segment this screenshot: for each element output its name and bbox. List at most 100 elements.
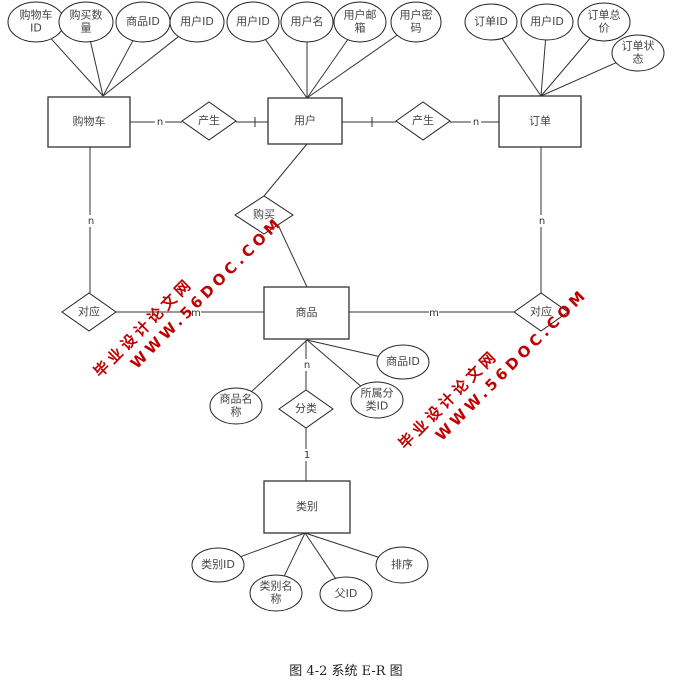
entity-label: 购物车: [73, 114, 106, 128]
cardinality-correspond_product_left: m: [191, 308, 201, 319]
attribute-label: ID: [30, 22, 42, 35]
attribute-edge: [306, 39, 349, 99]
entity-label: 类别: [296, 499, 318, 513]
attribute-cart: 用户ID: [169, 1, 225, 43]
attribute-label: 类别名: [260, 579, 293, 593]
attribute-label: 码: [411, 22, 422, 35]
attribute-edge: [265, 39, 308, 99]
attribute-label: 购物车: [20, 8, 53, 22]
rel-classify: 分类: [278, 389, 334, 429]
cardinality-category_classify: 1: [304, 450, 310, 461]
attribute-edge: [304, 532, 336, 579]
relationship-label: 购买: [253, 207, 275, 221]
relationship-label: 产生: [198, 113, 220, 127]
rel-generate-order: 产生: [395, 101, 451, 141]
relationship-label: 产生: [412, 113, 434, 127]
attribute-label: 用户ID: [236, 14, 270, 28]
attribute-label: 用户名: [291, 14, 324, 28]
cardinality-product_classify: n: [304, 360, 310, 371]
cardinality-product_correspond_right: m: [429, 308, 439, 319]
attribute-user: 用户ID: [226, 1, 280, 43]
cardinality-cart_generate: n: [157, 117, 163, 128]
attribute-edge: [540, 62, 617, 97]
attribute-edge: [50, 38, 104, 97]
attribute-label: 态: [633, 53, 644, 66]
attribute-label: 商品名: [220, 392, 253, 406]
entity-label: 订单: [529, 115, 551, 128]
attribute-edge: [306, 339, 361, 387]
attribute-edge: [90, 41, 104, 97]
rel-correspond-order: 对应: [513, 292, 569, 332]
edge-user-buy: [263, 143, 308, 197]
attribute-label: 用户ID: [530, 14, 564, 28]
attribute-label: 商品ID: [126, 14, 160, 28]
attribute-edge: [306, 339, 379, 357]
attribute-label: 用户ID: [180, 14, 214, 28]
entity-category: 类别: [263, 480, 351, 534]
attribute-edge: [240, 532, 306, 558]
attribute-edge: [304, 532, 379, 558]
attribute-label: 购买数: [70, 8, 103, 22]
rel-generate-cart: 产生: [181, 101, 237, 141]
svg-text:WWW.56DOC.COM: WWW.56DOC.COM: [432, 285, 592, 445]
attribute-category: 父ID: [319, 576, 373, 612]
attribute-category: 排序: [375, 546, 429, 584]
attribute-label: 排序: [391, 557, 413, 571]
attribute-label: 类ID: [366, 399, 389, 413]
attribute-label: 箱: [355, 21, 366, 35]
attribute-edge: [540, 39, 547, 97]
svg-text:WWW.56DOC.COM: WWW.56DOC.COM: [127, 213, 287, 373]
attribute-label: 父ID: [335, 587, 358, 600]
attribute-label: 类别ID: [201, 557, 235, 571]
entity-label: 商品: [296, 305, 318, 319]
cardinality-order_generate: n: [473, 117, 479, 128]
attribute-edge: [283, 532, 306, 577]
attribute-label: 订单状: [622, 39, 655, 53]
attribute-product: 商品ID: [376, 344, 430, 380]
attribute-label: 称: [271, 592, 282, 606]
attribute-edge: [540, 37, 591, 97]
attribute-edge: [102, 36, 179, 97]
relationship-label: 对应: [78, 304, 100, 318]
attribute-order: 用户ID: [520, 3, 574, 41]
attribute-label: 价: [599, 22, 610, 35]
attribute-user: 用户名: [280, 1, 334, 43]
attribute-label: 订单ID: [474, 15, 508, 28]
relationship-label: 对应: [530, 304, 552, 318]
attribute-edge: [306, 34, 398, 99]
edge-buy-product: [278, 226, 308, 288]
attribute-edge: [251, 339, 308, 392]
attribute-label: 用户邮: [344, 8, 377, 22]
attribute-label: 量: [81, 22, 92, 35]
relationship-label: 分类: [295, 401, 317, 415]
entity-label: 用户: [294, 113, 316, 127]
attribute-label: 所属分: [361, 387, 394, 400]
entity-user: 用户: [267, 97, 343, 145]
figure-caption: 图 4-2 系统 E-R 图: [289, 664, 403, 679]
attribute-label: 称: [231, 405, 242, 419]
entity-order: 订单: [498, 95, 582, 148]
entity-product: 商品: [263, 286, 350, 340]
entity-cart: 购物车: [47, 96, 131, 148]
cardinality-cart_correspond: n: [88, 216, 94, 227]
attribute-label: 用户密: [400, 8, 433, 22]
attribute-label: 订单总: [588, 8, 621, 22]
attribute-order: 订单ID: [464, 3, 518, 41]
rel-correspond-cart: 对应: [61, 292, 117, 332]
attribute-label: 商品ID: [386, 354, 420, 368]
cardinality-order_correspond: n: [539, 216, 545, 227]
attribute-cart: 商品ID: [115, 1, 171, 43]
rel-buy: 购买: [234, 195, 294, 235]
attribute-edge: [102, 40, 134, 97]
attribute-edge: [501, 38, 542, 97]
